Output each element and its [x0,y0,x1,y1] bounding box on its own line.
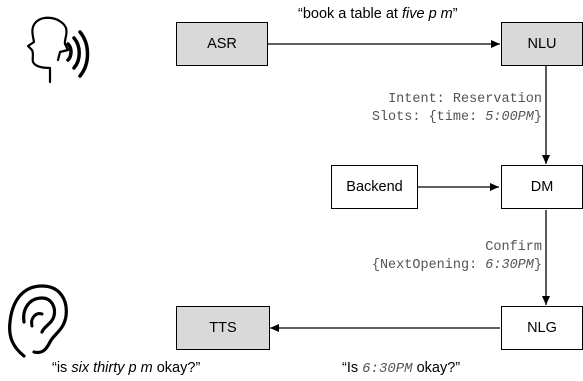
nlu-node: NLU [501,22,583,66]
nlg-node-label: NLG [527,320,557,336]
asr-node-label: ASR [207,36,237,52]
nlg-node: NLG [501,306,583,350]
dm-nlg-action-label: Confirm {NextOpening: 6:30PM} [372,240,542,273]
next-opening-label: {NextOpening: 6:30PM} [371,258,542,273]
tts-spoken-output-label: “is six thirty p m okay?” [52,360,201,376]
backend-node: Backend [331,165,418,209]
tts-node: TTS [176,306,270,350]
backend-node-label: Backend [346,179,403,195]
confirm-label: Confirm [485,240,542,255]
intent-label: Intent: Reservation [388,92,542,107]
tts-node-label: TTS [209,320,237,336]
asr-node: ASR [176,22,268,66]
dm-node-label: DM [530,179,554,195]
asr-nlu-utterance-label: “book a table at five p m” [298,6,458,22]
nlu-dm-semantic-frame: Intent: Reservation Slots: {time: 5:00PM… [372,92,542,125]
ear-icon [8,284,68,358]
slots-label: Slots: {time: 5:00PM} [371,110,542,125]
speaking-head-icon [26,16,90,84]
nlg-tts-text-label: “Is 6:30PM okay?” [342,360,461,377]
dm-node: DM [501,165,583,209]
nlu-node-label: NLU [527,36,557,52]
